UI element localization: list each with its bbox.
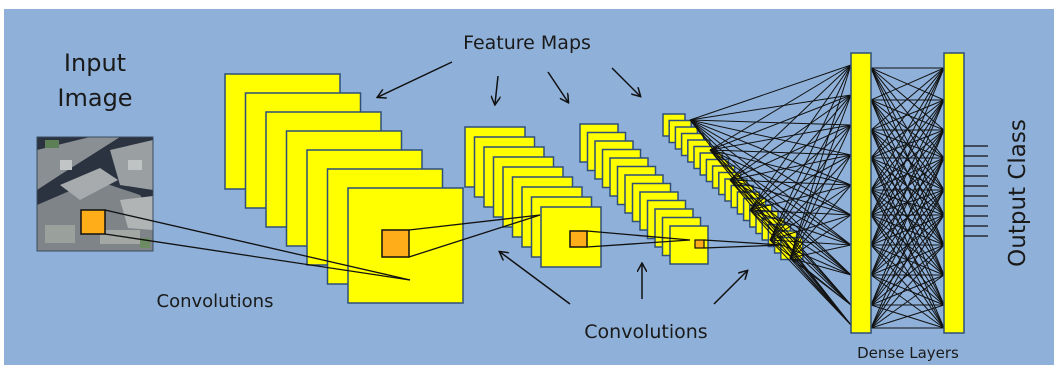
kernel-window-layer-1 — [381, 229, 410, 258]
dense-connection — [870, 157, 945, 191]
dense-connections-hidden — [870, 67, 945, 329]
dense-connection — [870, 214, 945, 246]
dense-connection — [870, 67, 945, 246]
dense-connection — [870, 214, 945, 329]
dense-connection — [789, 94, 852, 259]
dense-connection — [789, 64, 852, 259]
convolution-projection-lines — [104, 209, 783, 281]
kernel-window-layer-2 — [569, 230, 588, 248]
dense-connection — [709, 149, 852, 306]
dense-connection — [709, 124, 852, 151]
dense-connection — [870, 99, 945, 246]
dense-connection — [749, 209, 852, 276]
dense-connection — [749, 94, 852, 211]
dense-connection — [870, 274, 945, 329]
dense-connection — [689, 119, 852, 126]
dense-connection — [709, 149, 852, 246]
convolutions-label-bottom: Convolutions — [584, 321, 707, 343]
dense-connection — [870, 157, 945, 329]
kernel-window-layer-3 — [694, 239, 705, 249]
dense-connection — [870, 67, 945, 159]
dense-connection — [769, 239, 852, 246]
dense-connection — [709, 149, 852, 156]
input-image — [36, 136, 154, 252]
dense-connection — [729, 64, 852, 181]
dense-layer-1 — [850, 52, 872, 334]
dense-connection — [870, 99, 945, 191]
dense-connections-flatten — [689, 64, 852, 326]
dense-connection — [689, 119, 852, 306]
dense-connection — [769, 124, 852, 241]
dense-connection — [789, 257, 852, 306]
dense-connection — [789, 184, 852, 259]
dense-layer-2 — [943, 52, 965, 334]
aerial-photo-icon — [37, 137, 153, 251]
dense-connection — [769, 94, 852, 241]
dense-connection — [870, 67, 945, 191]
dense-connection — [870, 129, 945, 159]
dense-connection — [870, 244, 945, 329]
output-class-label: Output Class — [1005, 119, 1031, 267]
feature-maps-layer-2 — [464, 126, 602, 268]
dense-connection — [729, 179, 852, 306]
dense-connection — [870, 67, 945, 131]
dense-connection — [749, 154, 852, 211]
dense-connection — [870, 129, 945, 191]
dense-connection — [870, 189, 945, 329]
dense-connection — [749, 64, 852, 211]
input-kernel-window — [80, 209, 106, 235]
dense-connection — [709, 64, 852, 151]
dense-connection — [870, 129, 945, 306]
feature-maps-label: Feature Maps — [463, 32, 591, 54]
dense-connection — [870, 157, 945, 306]
dense-connection — [769, 64, 852, 241]
dense-connection — [729, 179, 852, 326]
dense-connection — [729, 179, 852, 186]
dense-connection — [870, 67, 945, 101]
dense-connection — [870, 304, 945, 329]
dense-connection — [729, 154, 852, 181]
dense-connection — [689, 94, 852, 121]
feature-maps-arrows — [378, 61, 640, 104]
dense-connection — [789, 124, 852, 259]
dense-connection — [789, 154, 852, 259]
dense-connection — [749, 209, 852, 306]
dense-connection — [769, 239, 852, 276]
dense-connection — [689, 119, 852, 216]
convolutions-arrows — [500, 252, 747, 305]
dense-connection — [789, 257, 852, 326]
dense-connection — [870, 67, 945, 216]
output-class-ticks — [964, 145, 988, 237]
dense-connection — [870, 99, 945, 131]
dense-connection — [870, 244, 945, 306]
convolutions-label-left: Convolutions — [157, 291, 274, 312]
dense-layers-label: Dense Layers — [857, 344, 959, 362]
dense-connection — [769, 154, 852, 241]
dense-connection — [870, 129, 945, 276]
dense-connection — [729, 179, 852, 276]
dense-connection — [789, 244, 852, 259]
dense-connection — [709, 94, 852, 151]
dense-connection — [870, 189, 945, 306]
dense-connection — [769, 214, 852, 241]
dense-connection — [870, 99, 945, 276]
dense-connection — [749, 209, 852, 216]
dense-connection — [709, 149, 852, 276]
dense-connection — [789, 257, 852, 276]
dense-connection — [749, 209, 852, 246]
dense-connection — [689, 64, 852, 121]
dense-connection — [789, 214, 852, 259]
dense-connection — [689, 119, 852, 246]
input-image-label-line1: Input — [64, 49, 126, 77]
dense-connection — [870, 214, 945, 276]
input-image-label-line2: Image — [57, 84, 132, 112]
